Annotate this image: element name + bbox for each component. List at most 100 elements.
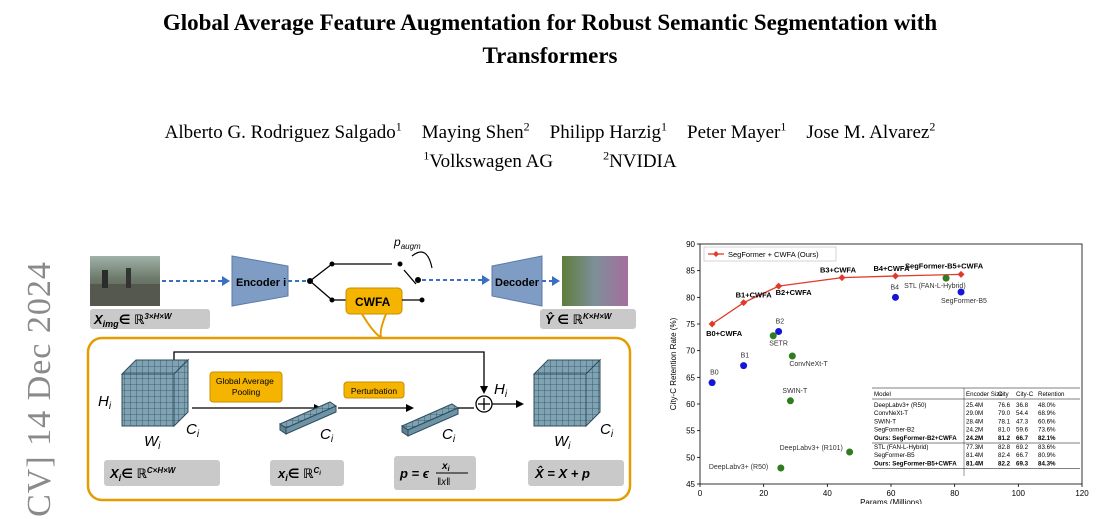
table-cell: 47.3 (1016, 418, 1029, 425)
baseline-point (775, 327, 783, 335)
paugm-label: paugm (393, 235, 421, 251)
baseline-point-label: B1 (741, 353, 750, 360)
cwfa-point (775, 282, 783, 290)
baseline-point-label: SegFormer-B5 (941, 298, 987, 305)
arrowhead (480, 386, 488, 394)
author-name: Philipp Harzig1 (549, 120, 667, 144)
table-cell: 59.6 (1016, 427, 1029, 434)
encoder-label: Encoder i (236, 277, 286, 289)
cube1-w: Wi (144, 433, 161, 452)
arrowhead (516, 400, 524, 408)
author-name: Peter Mayer1 (687, 120, 787, 144)
y-tick-label: 90 (686, 240, 695, 249)
merge-node (415, 277, 421, 283)
baseline-point (957, 288, 965, 296)
x-img-set: ∈ ℝ (119, 312, 145, 327)
cwfa-label: CWFA (355, 295, 391, 309)
x-tick-label: 20 (759, 489, 768, 498)
cwfa-point-label: B0+CWFA (706, 329, 743, 338)
formula-box-4 (528, 460, 624, 486)
table-header: Retention (1038, 391, 1065, 398)
author-name: Jose M. Alvarez2 (806, 120, 936, 144)
y-tick-label: 75 (686, 320, 695, 329)
table-cell: 80.9% (1038, 452, 1056, 459)
legend-label: SegFormer + CWFA (Ours) (728, 250, 819, 259)
chart-legend: SegFormer + CWFA (Ours) (703, 246, 837, 262)
table-cell: 82.2 (998, 460, 1011, 467)
decoder-block (491, 255, 543, 307)
table-cell: 81.0 (998, 427, 1011, 434)
table-cell: 66.7 (1016, 435, 1029, 442)
chart-points (708, 270, 965, 472)
x-tick-label: 80 (950, 489, 959, 498)
x-img-dims: 3×H×W (144, 312, 173, 321)
y-tick-label: 85 (686, 267, 695, 276)
cube1-h: Hi (98, 393, 112, 412)
y-tick-label: 65 (686, 373, 695, 382)
switch-lower-node (329, 297, 335, 303)
other-method-point (788, 352, 796, 360)
cube2-w: Wi (554, 433, 571, 452)
affiliation-list: 1Volkswagen AG 2NVIDIA (60, 144, 1040, 172)
table-cell: 82.8 (998, 444, 1011, 451)
table-cell: ConvNeXt-T (874, 410, 908, 417)
table-cell: 68.9% (1038, 410, 1056, 417)
table-cell: 24.2M (966, 427, 983, 434)
table-cell: 69.2 (1016, 444, 1029, 451)
affiliation: 1Volkswagen AG (423, 148, 554, 172)
formula-3-den: ‖x‖ (437, 477, 450, 488)
formula-1: Xi∈ ℝC×H×W (109, 466, 177, 483)
cube2-h: Hi (494, 381, 508, 400)
author-name: Maying Shen2 (421, 120, 530, 144)
pooled-vector (278, 401, 338, 435)
input-image (90, 256, 160, 306)
arrowhead (222, 276, 230, 286)
cube1-c: Ci (186, 421, 200, 440)
x-tick-label: 40 (823, 489, 832, 498)
legend-box (703, 246, 837, 262)
x-tick-label: 60 (887, 489, 896, 498)
x-tick-label: 100 (1012, 489, 1026, 498)
baseline-point (740, 362, 748, 370)
formula-2: xi∈ ℝCi (277, 466, 321, 483)
cwfa-block (345, 287, 403, 315)
author-affiliation-mark: 1 (780, 120, 787, 134)
cwfa-connector (361, 313, 387, 339)
decoder-label: Decoder (495, 277, 540, 289)
perturbation-label: Perturbation (351, 386, 398, 396)
title-line-1: Global Average Feature Augmentation for … (162, 10, 938, 35)
perturbation-box (343, 381, 405, 399)
other-method-point (846, 448, 854, 456)
formula-3: p = ϵ (399, 466, 430, 481)
cwfa-point-label: B1+CWFA (736, 291, 773, 300)
table-cell: 82.1% (1038, 435, 1056, 442)
table-cell: Ours: SegFormer-B2+CWFA (874, 435, 957, 442)
baseline-point-label: B0 (710, 370, 719, 377)
formula-4: X̂ = X + p (534, 466, 590, 481)
legend-marker (713, 251, 719, 257)
table-cell: 76.6 (998, 402, 1011, 409)
perturbation-vector (400, 403, 460, 437)
switch-upper (309, 263, 333, 282)
arrowhead (552, 276, 560, 286)
cwfa-out-node (419, 297, 425, 303)
affiliation: 2NVIDIA (603, 148, 677, 172)
table-cell: 79.0 (998, 410, 1011, 417)
x-axis-label: Params (Millions) (860, 498, 922, 504)
table-cell: 54.4 (1016, 410, 1029, 417)
table-header: City-C (1016, 391, 1034, 398)
gap-label: Global Average Pooling (216, 376, 276, 397)
table-cell: 29.0M (966, 410, 983, 417)
cwfa-point-label: SegFormer-B5+CWFA (905, 261, 984, 270)
formula-3-num: xi (441, 461, 451, 473)
switch-upper-node (329, 261, 335, 267)
other-method-label: DeepLabv3+ (R50) (709, 464, 768, 471)
table-cell: 25.4M (966, 402, 983, 409)
merge-node-top (397, 261, 403, 267)
table-cell: 48.0% (1038, 402, 1056, 409)
cwfa-point (957, 270, 965, 278)
other-method-point (786, 397, 794, 405)
